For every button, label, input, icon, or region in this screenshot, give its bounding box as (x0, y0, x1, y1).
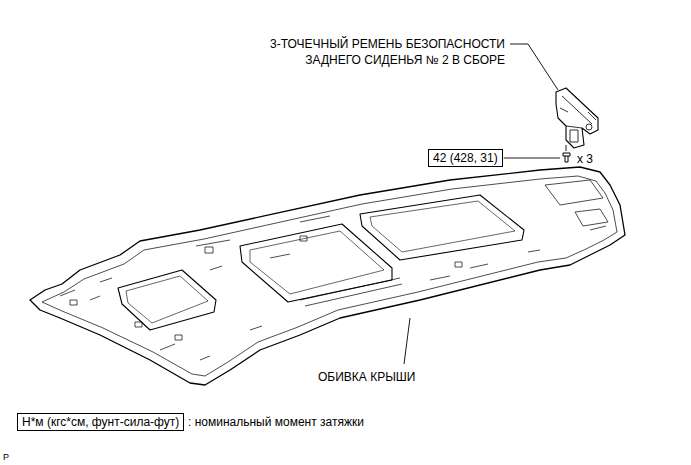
clip (70, 236, 462, 340)
roof-opening-edge (250, 231, 384, 294)
seat-belt-detail (586, 124, 592, 130)
roof-opening (240, 224, 392, 302)
headliner-detail (60, 216, 540, 360)
part-name: ОБИВКА КРЫШИ (318, 369, 415, 385)
quantity: x 3 (577, 151, 593, 167)
leader-line (510, 44, 558, 90)
torque-value-box: 42 (428, 31) (428, 149, 503, 167)
seat-belt-detail (560, 96, 596, 142)
figure-code: P (3, 449, 9, 465)
headliner-outline (30, 167, 625, 385)
roof-opening-edge (370, 201, 515, 252)
leader-line (504, 158, 560, 159)
bolt (563, 153, 570, 162)
box-text: 42 (428, 31) (433, 151, 498, 165)
legend-note: : номинальный момент затяжки (188, 414, 364, 430)
torque-unit-box: Н*м (кгс*см, фунт-сила-фут) (17, 413, 184, 431)
leader-line (404, 318, 410, 364)
roof-opening-edge (126, 276, 208, 323)
roof-opening (360, 195, 524, 260)
roof-opening (118, 270, 216, 330)
part-name: 3-ТОЧЕЧНЫЙ РЕМЕНЬ БЕЗОПАСНОСТИ ЗАДНЕГО С… (235, 36, 505, 68)
seat-belt-assembly (556, 88, 598, 148)
headliner-edge (42, 176, 617, 376)
headliner-detail (545, 180, 608, 230)
leader-line (566, 145, 567, 151)
box-text: Н*м (кгс*см, фунт-сила-фут) (22, 415, 179, 429)
